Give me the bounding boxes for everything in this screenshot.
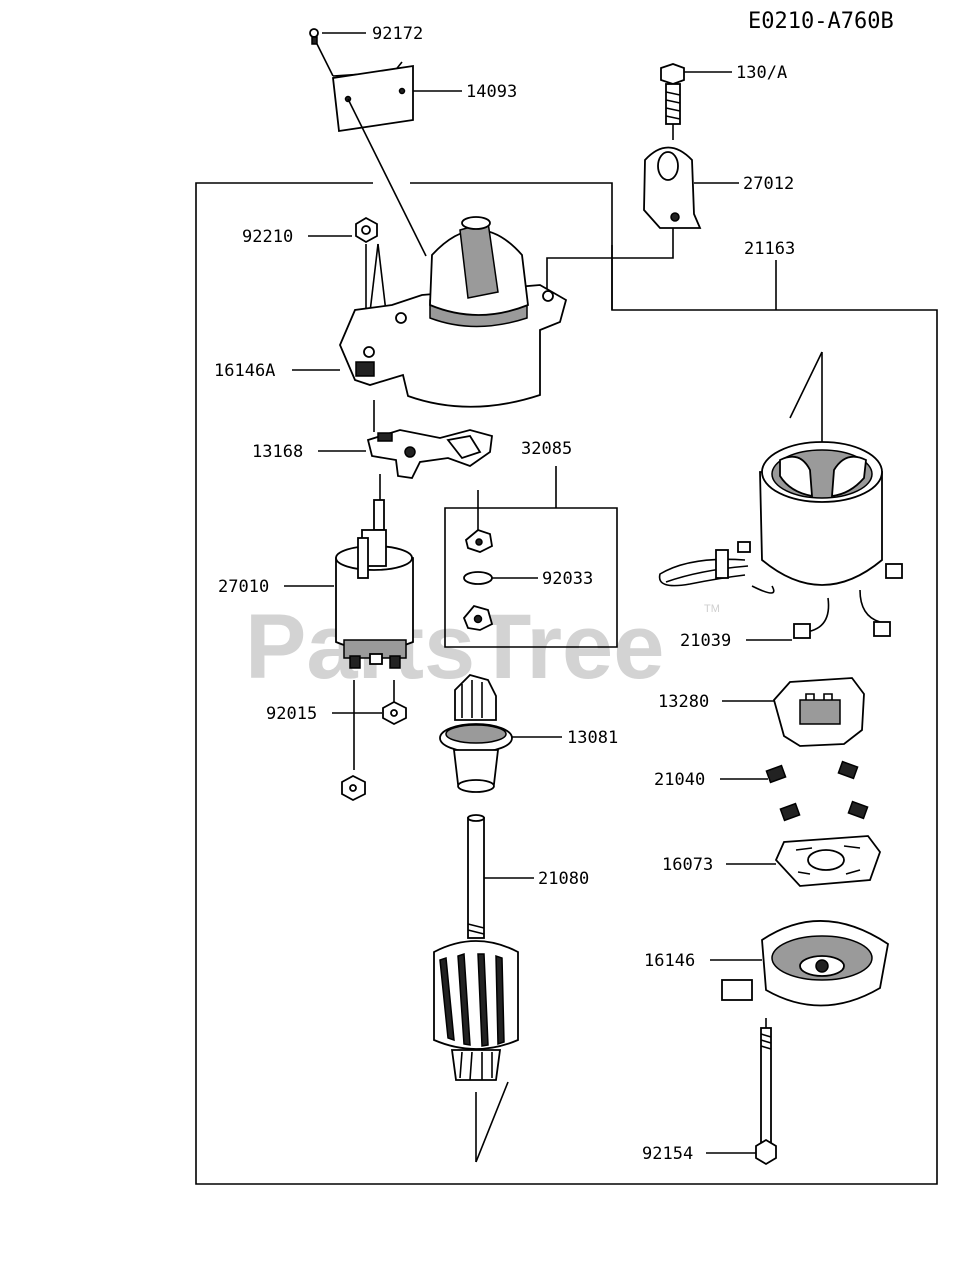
label-21040[interactable]: 21040 (654, 770, 705, 790)
label-13280[interactable]: 13280 (658, 692, 709, 712)
part-16073-plate[interactable] (726, 835, 882, 887)
part-92154-through-bolt[interactable] (706, 1027, 777, 1166)
label-92154[interactable]: 92154 (642, 1144, 693, 1164)
label-16146[interactable]: 16146 (644, 951, 695, 971)
label-21163[interactable]: 21163 (744, 239, 795, 259)
assembly-frame (195, 182, 938, 1185)
label-21039[interactable]: 21039 (680, 631, 731, 651)
label-92015[interactable]: 92015 (266, 704, 317, 724)
label-16073[interactable]: 16073 (662, 855, 713, 875)
label-16146a[interactable]: 16146A (214, 361, 275, 381)
part-16146-rear-cover[interactable] (710, 920, 889, 1028)
label-32085[interactable]: 32085 (521, 439, 572, 459)
label-27010[interactable]: 27010 (218, 577, 269, 597)
watermark-trademark: TM (704, 603, 720, 615)
part-21080-armature[interactable] (433, 814, 534, 1163)
diagram-code: E0210-A760B (748, 9, 894, 34)
label-92172[interactable]: 92172 (372, 24, 423, 44)
part-13280-brush-holder[interactable] (722, 677, 865, 747)
label-14093[interactable]: 14093 (466, 82, 517, 102)
part-32085-kit[interactable] (444, 466, 618, 648)
label-13168[interactable]: 13168 (252, 442, 303, 462)
label-13081[interactable]: 13081 (567, 728, 618, 748)
part-21163-yoke[interactable] (658, 260, 903, 641)
part-27012-bracket[interactable] (546, 146, 739, 291)
part-27010-solenoid[interactable] (284, 499, 414, 669)
part-14093-plate[interactable] (332, 64, 462, 257)
label-92210[interactable]: 92210 (242, 227, 293, 247)
part-92015-nuts[interactable] (332, 680, 407, 802)
label-21080[interactable]: 21080 (538, 869, 589, 889)
part-16146a-front-housing[interactable] (292, 216, 568, 408)
part-21040-springs[interactable] (720, 760, 869, 822)
label-27012[interactable]: 27012 (743, 174, 794, 194)
part-13081-pinion[interactable] (439, 673, 562, 793)
part-130a-bolt[interactable] (660, 63, 732, 140)
label-92033[interactable]: 92033 (542, 569, 593, 589)
label-130a[interactable]: 130/A (736, 63, 787, 83)
part-13168-lever[interactable] (318, 400, 493, 506)
